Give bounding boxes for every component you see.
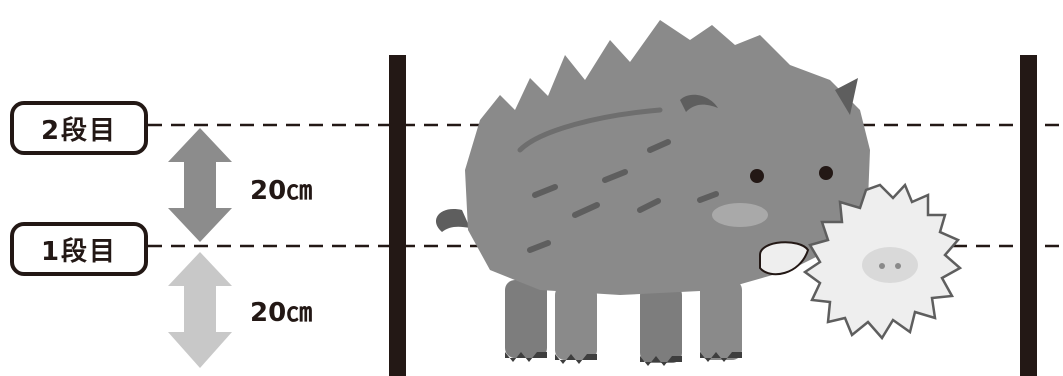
spacing-label-upper: 20㎝ bbox=[250, 170, 312, 207]
double-arrow-icon-upper bbox=[168, 128, 232, 242]
double-arrow-icon-lower bbox=[168, 252, 232, 368]
fence-post-right bbox=[1020, 55, 1037, 376]
spacing-label-lower: 20㎝ bbox=[250, 292, 312, 329]
fence-post-left bbox=[389, 55, 406, 376]
tier-label-upper: 2段目 bbox=[10, 101, 148, 155]
wild-boar-illustration bbox=[436, 20, 870, 366]
tier-label-lower: 1段目 bbox=[10, 222, 148, 276]
